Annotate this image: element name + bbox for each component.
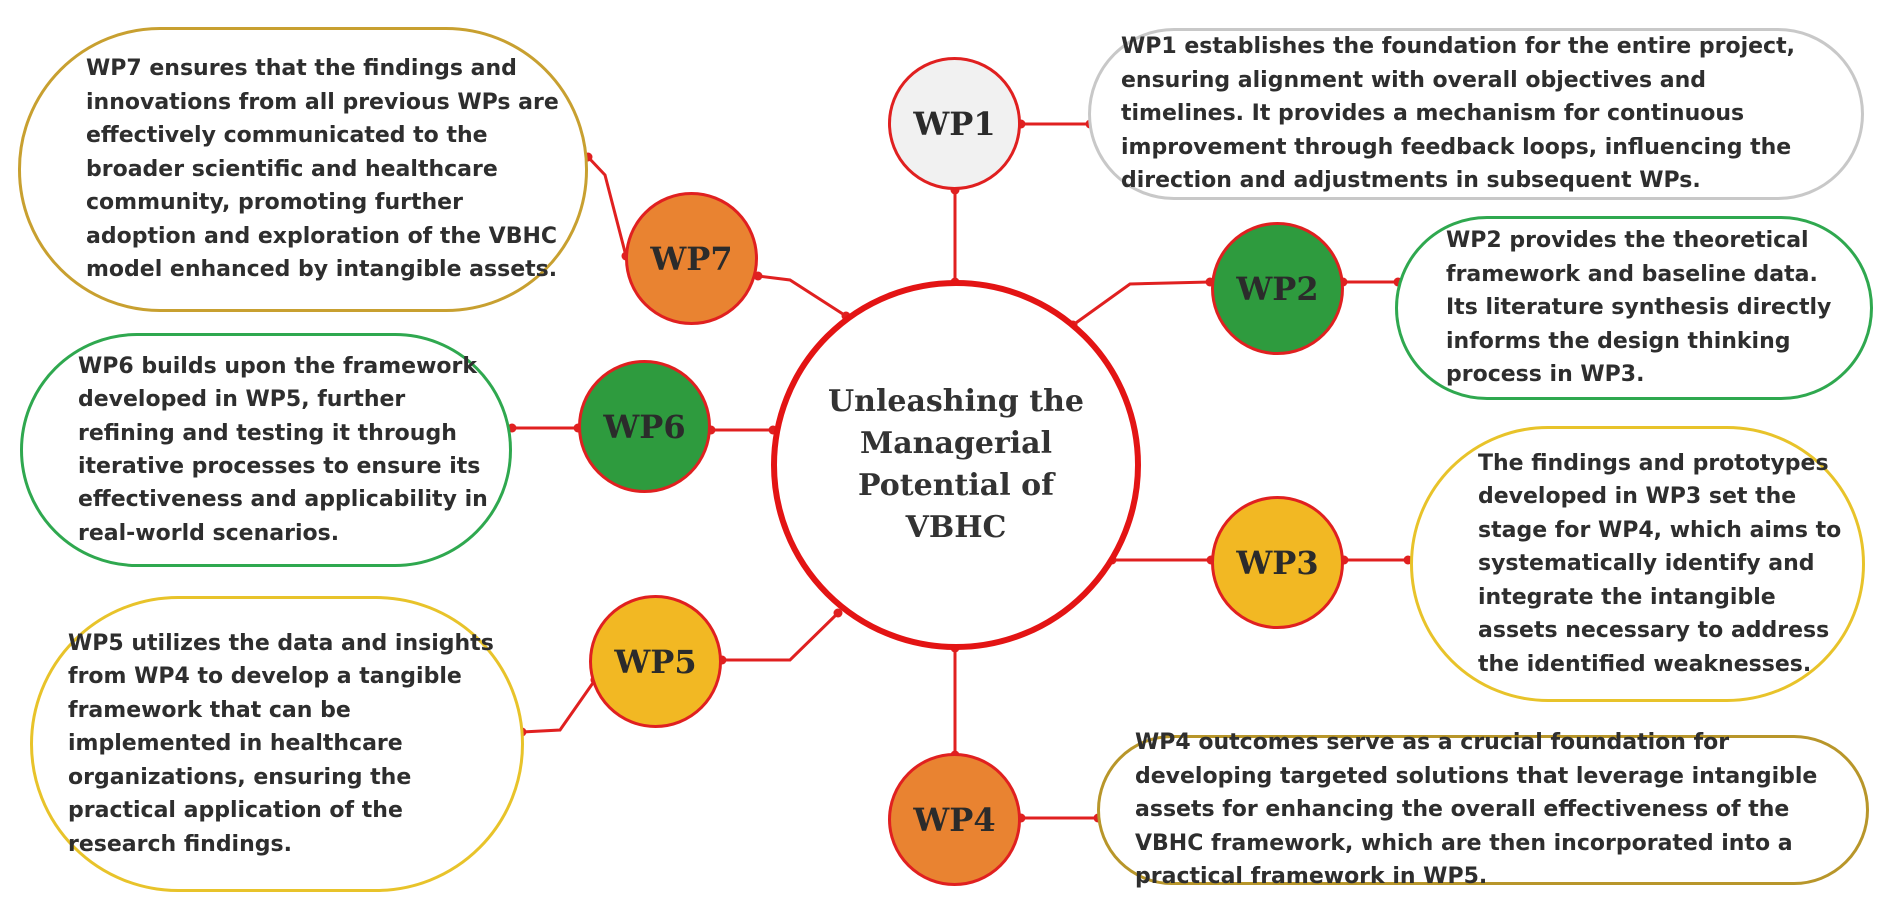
- connector-center-wp2: [1072, 280, 1211, 327]
- description-bubble-wp6: WP6 builds upon the framework developed …: [20, 333, 512, 567]
- description-text-wp7: WP7 ensures that the findings and innova…: [86, 56, 559, 283]
- node-wp4: WP4: [888, 753, 1021, 886]
- description-text-wp1: WP1 establishes the foundation for the e…: [1121, 34, 1795, 194]
- connector-center-wp5: [722, 611, 840, 662]
- description-bubble-wp4: WP4 outcomes serve as a crucial foundati…: [1097, 730, 1869, 889]
- description-text-wp2: WP2 provides the theoretical framework a…: [1446, 228, 1832, 388]
- description-bubble-wp5: WP5 utilizes the data and insights from …: [30, 596, 524, 892]
- description-text-wp3: The findings and prototypes developed in…: [1478, 450, 1842, 677]
- node-wp3: WP3: [1211, 496, 1344, 629]
- description-bubble-wp7: WP7 ensures that the findings and innova…: [18, 27, 588, 312]
- node-wp5: WP5: [589, 595, 722, 728]
- connector-wp7-bubble: [586, 155, 628, 257]
- description-bubble-wp2: WP2 provides the theoretical framework a…: [1395, 216, 1873, 400]
- node-wp7: WP7: [625, 192, 758, 325]
- description-bubble-wp3: The findings and prototypes developed in…: [1410, 426, 1865, 702]
- node-wp6: WP6: [578, 360, 711, 493]
- description-bubble-wp1: WP1 establishes the foundation for the e…: [1088, 28, 1864, 200]
- connector-dot: [833, 608, 843, 618]
- center-title: Unleashing the Managerial Potential of V…: [828, 384, 1084, 545]
- description-text-wp6: WP6 builds upon the framework developed …: [78, 353, 488, 546]
- center-topic: Unleashing the Managerial Potential of V…: [771, 280, 1141, 650]
- description-text-wp5: WP5 utilizes the data and insights from …: [68, 630, 494, 857]
- connector-wp5-bubble: [521, 679, 597, 734]
- connector-center-wp7: [757, 274, 847, 318]
- node-wp1: WP1: [888, 57, 1021, 190]
- description-text-wp4: WP4 outcomes serve as a crucial foundati…: [1135, 730, 1818, 890]
- node-wp2: WP2: [1211, 222, 1344, 355]
